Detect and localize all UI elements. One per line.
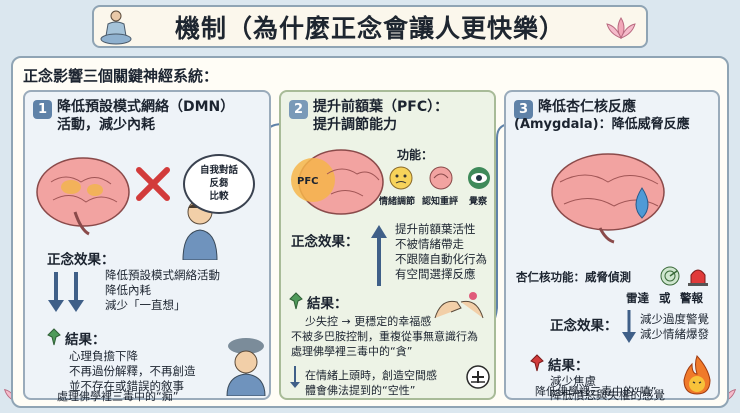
- effect-label: 正念效果：: [47, 252, 115, 268]
- main-panel: 正念影響三個關鍵神經系統： 1 降低預設模式網絡（DMN） 活動，減少內耗 自我…: [11, 56, 729, 408]
- down-arrow-icon: [622, 310, 636, 343]
- return-arrow-icon: [290, 366, 300, 388]
- result-item: 體會佛法提到的“空性”: [305, 384, 416, 397]
- card-title-line1: 降低杏仁核反應: [538, 99, 636, 115]
- result-item: 不再過份解釋，不再創造: [69, 364, 196, 378]
- result-item: 降低憤怒與失權的感覺: [550, 388, 665, 402]
- result-item-card3-last: 降低佛學裡三毒中的“嗔”: [535, 385, 657, 398]
- effect-item: 減少過度警覺: [640, 312, 709, 326]
- title-banner: 機制（為什麼正念會讓人更快樂）: [92, 5, 648, 48]
- result-item-card1-last: 處理佛學裡三毒中的“痴”: [57, 390, 179, 403]
- alarm-label: 警報: [680, 291, 703, 305]
- function-item: 認知重評: [422, 197, 459, 207]
- result-item: 不被多巴胺控制，重複從事無意識行為: [291, 330, 478, 343]
- bubble-rumination: 反芻: [209, 178, 229, 189]
- pin-icon: [530, 354, 544, 372]
- card-title-line2: (Amygdala)：降低威脅反應: [514, 117, 690, 132]
- up-arrow-icon: [371, 225, 387, 286]
- result-label: 結果：: [307, 296, 348, 312]
- alarm-siren-icon: [688, 269, 708, 286]
- functions-label: 功能：: [397, 148, 434, 162]
- card-dmn: 1 降低預設模式網絡（DMN） 活動，減少內耗 自我對話 反芻 比較 正念效果：: [23, 90, 271, 400]
- result-item: 少失控 → 更穩定的幸福感: [305, 315, 432, 328]
- eye-awareness-icon: [468, 167, 490, 189]
- effect-item: 降低預設模式網絡活動: [105, 268, 220, 282]
- down-arrows-icon: [48, 272, 84, 312]
- brain-amygdala-icon: [551, 153, 665, 244]
- result-item: 減少焦慮: [550, 374, 596, 388]
- effect-item: 提升前額葉活性: [395, 222, 476, 236]
- or-label: 或: [659, 291, 671, 305]
- card-title-line1: 降低預設模式網絡（DMN）: [57, 99, 235, 115]
- effect-item: 減少「一直想」: [105, 298, 186, 312]
- result-item: 處理佛學裡三毒中的“貪”: [291, 345, 413, 358]
- card-number: 1: [33, 100, 52, 119]
- result-label: 結果：: [548, 358, 589, 374]
- bubble-self-talk: 自我對話: [199, 165, 238, 176]
- card-pfc: 2 提升前額葉（PFC）： 提升調節能力 PFC 功能： 情緒調節 認知重評 覺…: [279, 90, 496, 400]
- card-amygdala: 3 降低杏仁核反應 (Amygdala)：降低威脅反應 杏仁核功能：威脅偵測 雷…: [504, 90, 720, 402]
- effect-item: 不跟隨自動化行為: [395, 252, 487, 266]
- angry-fire-icon: [683, 355, 711, 395]
- intro-text: 正念影響三個關鍵神經系統：: [23, 67, 219, 85]
- amygdala-function: 杏仁核功能：威脅偵測: [516, 270, 631, 284]
- effect-item: 有空間選擇反應: [395, 267, 476, 281]
- hands-holding-icon: [434, 292, 484, 319]
- card-title-line2: 活動，減少內耗: [57, 117, 155, 133]
- pin-icon: [289, 292, 303, 310]
- effect-label: 正念效果：: [291, 234, 359, 250]
- page-title: 機制（為什麼正念會讓人更快樂）: [174, 13, 565, 43]
- balance-symbol-icon: [466, 365, 490, 389]
- calm-person-icon: [226, 338, 266, 396]
- brain-illustration: [36, 157, 170, 236]
- effect-label: 正念效果：: [550, 318, 618, 334]
- effect-item: 減少情緒爆發: [640, 327, 709, 341]
- card-title-line1: 提升前額葉（PFC）：: [313, 99, 449, 115]
- result-item: 心理負擔下降: [69, 349, 138, 363]
- pfc-tag: PFC: [297, 176, 319, 187]
- bubble-comparison: 比較: [209, 191, 229, 202]
- brain-pfc-icon: [291, 149, 384, 215]
- function-item: 情緒調節: [379, 197, 416, 207]
- pin-icon: [47, 328, 61, 346]
- radar-label: 雷達: [626, 291, 649, 305]
- result-item: 並不存在或錯誤的敘事: [69, 379, 184, 393]
- brain-reframe-icon: [429, 166, 453, 190]
- effect-item: 不被情緒帶走: [395, 237, 464, 251]
- card-title-line2: 提升調節能力: [313, 117, 397, 133]
- thought-bubble: 自我對話 反芻 比較: [183, 154, 255, 214]
- meditation-figure-icon: [100, 10, 132, 45]
- lotus-icon: [606, 17, 636, 39]
- effect-item: 降低內耗: [105, 283, 151, 297]
- card-number: 3: [514, 100, 533, 119]
- result-label: 結果：: [65, 332, 106, 348]
- emotion-face-icon: [389, 166, 413, 190]
- result-item: 在情緒上頭時，創造空間感: [305, 369, 437, 382]
- radar-icon: [660, 266, 680, 286]
- card-number: 2: [289, 100, 308, 119]
- function-item: 覺察: [469, 197, 488, 207]
